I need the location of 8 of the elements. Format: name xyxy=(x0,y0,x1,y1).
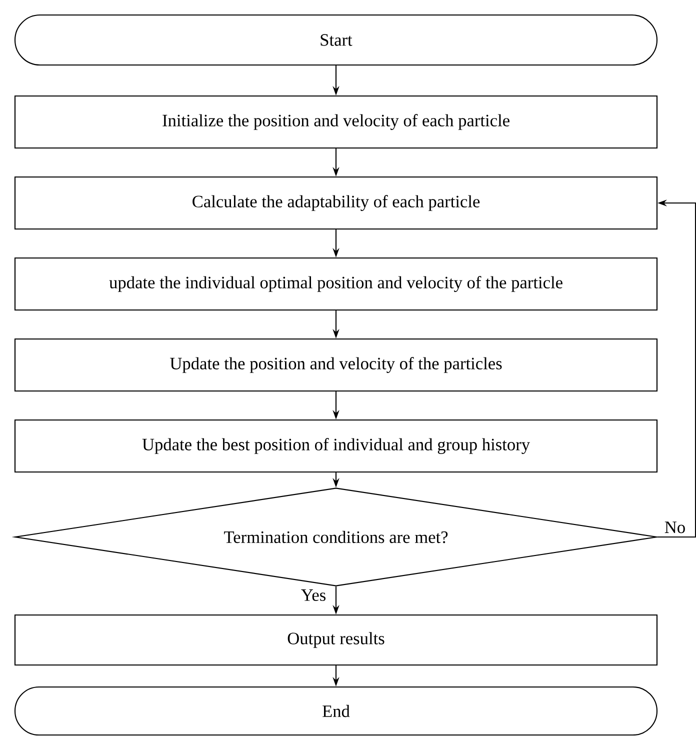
process-box: Calculate the adaptability of each particle xyxy=(14,176,658,230)
process-box: update the individual optimal position and velocity of the particle xyxy=(14,257,658,311)
edge-label: No xyxy=(664,522,685,534)
process-box: Update the best position of individual and group history xyxy=(14,419,658,473)
process-box: Update the position and velocity of the particles xyxy=(14,338,658,392)
process-box: Output results xyxy=(14,614,658,666)
process-box: Initialize the position and velocity of each particle xyxy=(14,95,658,149)
edge-label: Yes xyxy=(301,589,326,601)
